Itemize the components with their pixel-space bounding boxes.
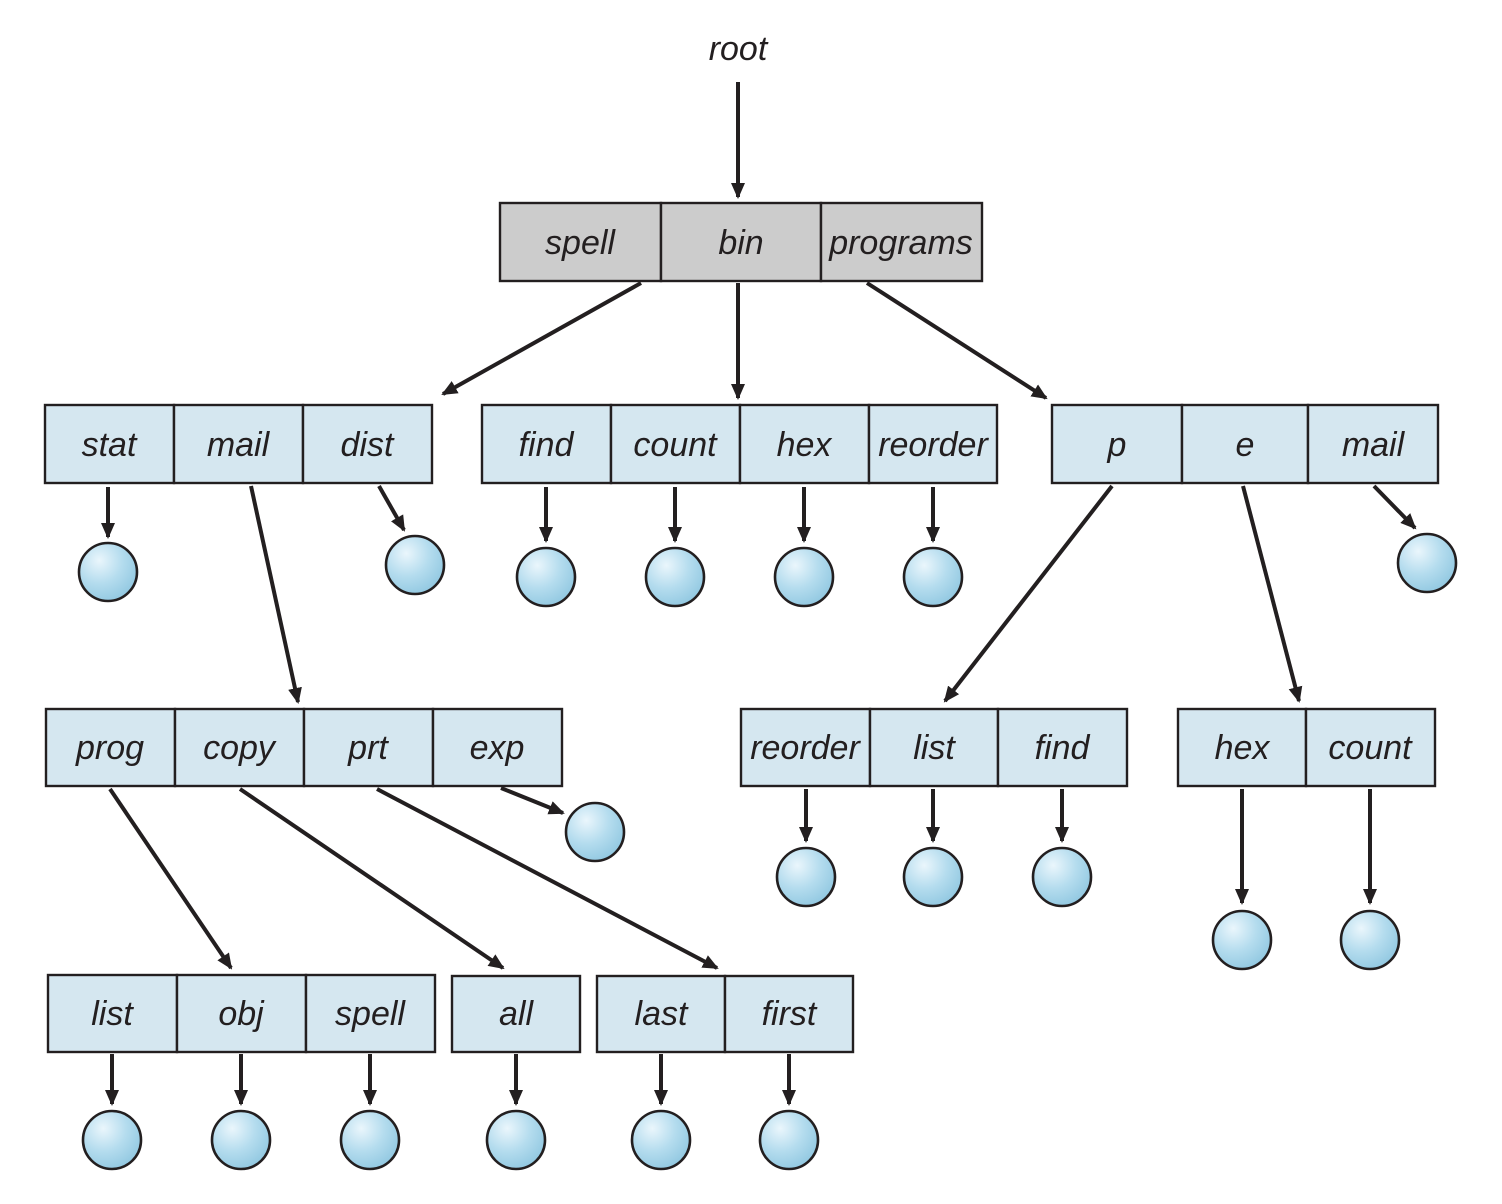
cell-label: programs xyxy=(828,224,973,262)
cell-bin-reorder xyxy=(867,403,999,485)
arrow-prog-to-progdir xyxy=(108,787,233,970)
file-circle-reorder xyxy=(902,546,964,608)
directory-box-programs: p e mail xyxy=(1050,403,1440,485)
cell-label: mail xyxy=(207,426,271,464)
cell-label: obj xyxy=(218,995,265,1033)
arrow-exp-to-file xyxy=(500,786,565,815)
cell-label: e xyxy=(1236,426,1255,464)
directory-box-root: spell bin programs xyxy=(498,201,984,283)
directory-box-spell: stat mail dist xyxy=(43,403,434,485)
cell-label: reorder xyxy=(750,729,861,767)
cell-bin-find xyxy=(480,403,613,485)
file-circle-count xyxy=(644,546,706,608)
arrow-programs-to-programsdir xyxy=(865,281,1048,400)
arrow-mail2-to-file xyxy=(1372,484,1417,530)
cell-mail-prt xyxy=(302,707,435,788)
cell-spell-stat xyxy=(43,403,176,485)
cell-prog-list xyxy=(46,973,179,1054)
cell-prog-spell xyxy=(304,973,437,1054)
cell-prt-first xyxy=(723,974,855,1054)
directory-box-prt: last first xyxy=(595,974,855,1054)
cell-label: mail xyxy=(1342,426,1406,464)
cell-label: reorder xyxy=(878,426,989,464)
file-circle-exp xyxy=(564,801,626,863)
cell-label: spell xyxy=(545,224,616,262)
file-circle-hex xyxy=(773,546,835,608)
cell-copy-all xyxy=(450,974,582,1054)
file-circle-stat xyxy=(77,541,139,603)
cell-root-bin xyxy=(659,201,823,283)
file-circle-obj xyxy=(210,1109,272,1171)
cell-e-count xyxy=(1304,707,1437,788)
cell-p-reorder xyxy=(739,707,872,788)
cell-label: spell xyxy=(335,995,406,1033)
cell-programs-mail xyxy=(1306,403,1440,485)
cell-p-list xyxy=(868,707,1000,788)
cell-label: stat xyxy=(82,426,138,464)
cell-root-programs xyxy=(819,201,984,283)
cell-label: p xyxy=(1107,426,1127,464)
arrow-copy-to-copydir xyxy=(238,787,505,970)
file-circle-spell2 xyxy=(339,1109,401,1171)
file-circle-reorder2 xyxy=(775,846,837,908)
file-circle-mail xyxy=(1396,532,1458,594)
file-circle-list2 xyxy=(902,846,964,908)
cell-mail-copy xyxy=(173,707,306,788)
arrow-prt-to-prtdir xyxy=(376,787,719,970)
cell-label: first xyxy=(762,995,818,1033)
directory-box-prog: list obj spell xyxy=(46,973,437,1054)
cell-mail-exp xyxy=(431,707,564,788)
directory-box-mail: prog copy prt exp xyxy=(44,707,564,788)
cell-label: hex xyxy=(1215,729,1271,767)
cell-label: exp xyxy=(470,729,525,767)
cell-label: find xyxy=(1035,729,1091,767)
file-circle-dist xyxy=(384,534,446,596)
cell-p-find xyxy=(996,707,1129,788)
arrows xyxy=(101,82,1417,1106)
cell-prog-obj xyxy=(175,973,308,1054)
file-circle-all xyxy=(485,1109,547,1171)
file-circle-hex2 xyxy=(1211,909,1273,971)
cell-label: count xyxy=(633,426,718,464)
cell-spell-dist xyxy=(301,403,434,485)
cell-label: last xyxy=(635,995,689,1033)
cell-programs-e xyxy=(1180,403,1310,485)
file-circle-count2 xyxy=(1339,909,1401,971)
arrow-dist-to-file xyxy=(377,485,406,532)
directory-box-e: hex count xyxy=(1176,707,1437,788)
cell-bin-count xyxy=(609,403,742,485)
cell-bin-hex xyxy=(738,403,871,485)
cell-prt-last xyxy=(595,974,727,1054)
file-circle-last xyxy=(630,1109,692,1171)
arrow-spell-to-spelldir xyxy=(441,281,642,396)
cell-label: dist xyxy=(341,426,395,464)
file-circles xyxy=(77,532,1458,1171)
arrow-p-to-pdir xyxy=(943,484,1114,703)
arrow-e-to-edir xyxy=(1241,485,1303,703)
directory-box-p: reorder list find xyxy=(739,707,1129,788)
cell-label: all xyxy=(499,995,534,1033)
cell-programs-p xyxy=(1050,403,1184,485)
cell-label: list xyxy=(913,729,956,767)
cell-label: prog xyxy=(75,729,144,767)
cell-label: count xyxy=(1328,729,1413,767)
file-circle-find2 xyxy=(1031,846,1093,908)
file-circle-list3 xyxy=(81,1109,143,1171)
cell-label: copy xyxy=(203,729,277,767)
directory-box-bin: find count hex reorder xyxy=(480,403,999,485)
arrow-mail-to-maildir xyxy=(249,485,302,704)
directory-box-copy: all xyxy=(450,974,582,1054)
cell-label: bin xyxy=(718,224,763,262)
cell-label: prt xyxy=(347,729,389,767)
cell-label: hex xyxy=(777,426,833,464)
file-circle-find xyxy=(515,546,577,608)
root-label: root xyxy=(709,30,769,68)
cell-label: find xyxy=(519,426,575,464)
cell-label: list xyxy=(91,995,134,1033)
cell-spell-mail xyxy=(172,403,305,485)
file-circle-first xyxy=(758,1109,820,1171)
